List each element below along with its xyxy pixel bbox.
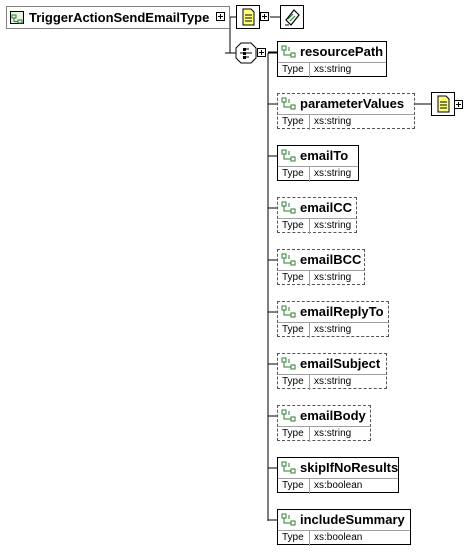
element-type-row: Type xs:string (278, 270, 364, 286)
type-separator (309, 427, 310, 442)
type-separator (309, 115, 310, 130)
element-name: emailBody (300, 408, 366, 423)
element-header: emailBody (278, 406, 370, 426)
element-icon (281, 357, 297, 371)
element-name: parameterValues (300, 96, 405, 111)
type-value: xs:string (314, 116, 352, 127)
type-value: xs:string (314, 428, 352, 439)
element-icon (281, 461, 297, 475)
expand-toggle[interactable] (216, 12, 225, 21)
documentation-expand-toggle[interactable] (260, 12, 269, 21)
element-name: includeSummary (300, 512, 405, 527)
type-value: xs:boolean (314, 532, 363, 543)
type-label: Type (282, 532, 304, 543)
type-separator (309, 167, 310, 182)
type-separator (309, 375, 310, 390)
element-name: emailSubject (300, 356, 381, 371)
type-value: xs:string (314, 220, 352, 231)
element-type-row: Type xs:string (278, 374, 386, 390)
element-name: emailCC (300, 200, 353, 215)
type-label: Type (282, 168, 304, 179)
element-box-emailBCC[interactable]: emailBCC Type xs:string (277, 249, 365, 286)
type-label: Type (282, 324, 304, 335)
type-value: xs:string (314, 272, 352, 283)
type-value: xs:string (314, 324, 352, 335)
documentation-icon (437, 95, 450, 113)
element-type-row: Type xs:string (278, 322, 388, 338)
sequence-compositor[interactable] (235, 42, 257, 64)
element-icon (281, 513, 297, 527)
type-separator (309, 63, 310, 78)
element-type-row: Type xs:string (278, 166, 358, 182)
type-separator (309, 219, 310, 234)
element-icon (281, 253, 297, 267)
element-box-emailCC[interactable]: emailCC Type xs:string (277, 197, 357, 234)
root-type-box[interactable]: TriggerActionSendEmailType (6, 6, 230, 29)
element-header: emailTo (278, 146, 358, 166)
element-type-row: Type xs:string (278, 426, 370, 442)
type-label: Type (282, 480, 304, 491)
type-label: Type (282, 376, 304, 387)
element-name: skipIfNoResults (300, 460, 399, 475)
documentation-box[interactable] (236, 5, 260, 29)
element-header: emailCC (278, 198, 356, 218)
type-value: xs:string (314, 168, 352, 179)
sequence-expand-toggle[interactable] (257, 48, 266, 57)
element-type-row: Type xs:boolean (278, 530, 410, 546)
sequence-compositor-icon (235, 42, 257, 64)
type-separator (309, 271, 310, 286)
element-header: skipIfNoResults (278, 458, 398, 478)
element-header: emailBCC (278, 250, 364, 270)
element-name: emailTo (300, 148, 349, 163)
root-type-name: TriggerActionSendEmailType (29, 10, 210, 25)
type-separator (309, 531, 310, 546)
element-icon (281, 149, 297, 163)
type-value: xs:string (314, 376, 352, 387)
element-header: includeSummary (278, 510, 410, 530)
element-type-row: Type xs:string (278, 114, 414, 130)
element-icon (281, 45, 297, 59)
attributes-box[interactable] (280, 5, 304, 29)
type-separator (309, 479, 310, 494)
element-icon (281, 201, 297, 215)
element-icon (281, 305, 297, 319)
type-separator (309, 323, 310, 338)
element-type-row: Type xs:boolean (278, 478, 398, 494)
type-value: xs:boolean (314, 480, 363, 491)
element-documentation-expand-toggle[interactable] (454, 100, 463, 109)
type-label: Type (282, 272, 304, 283)
type-label: Type (282, 428, 304, 439)
element-type-row: Type xs:string (278, 62, 386, 78)
element-name: emailReplyTo (300, 304, 384, 319)
element-icon (281, 97, 297, 111)
element-name: emailBCC (300, 252, 362, 267)
element-header: resourcePath (278, 42, 386, 62)
type-value: xs:string (314, 64, 352, 75)
documentation-icon (242, 8, 255, 26)
element-header: emailReplyTo (278, 302, 388, 322)
element-name: resourcePath (300, 44, 384, 59)
complex-type-icon (10, 11, 24, 24)
type-label: Type (282, 220, 304, 231)
element-type-row: Type xs:string (278, 218, 356, 234)
element-header: parameterValues (278, 94, 414, 114)
element-icon (281, 409, 297, 423)
type-label: Type (282, 64, 304, 75)
element-header: emailSubject (278, 354, 386, 374)
type-label: Type (282, 116, 304, 127)
element-documentation-box[interactable] (431, 92, 455, 116)
attributes-icon (285, 9, 300, 26)
